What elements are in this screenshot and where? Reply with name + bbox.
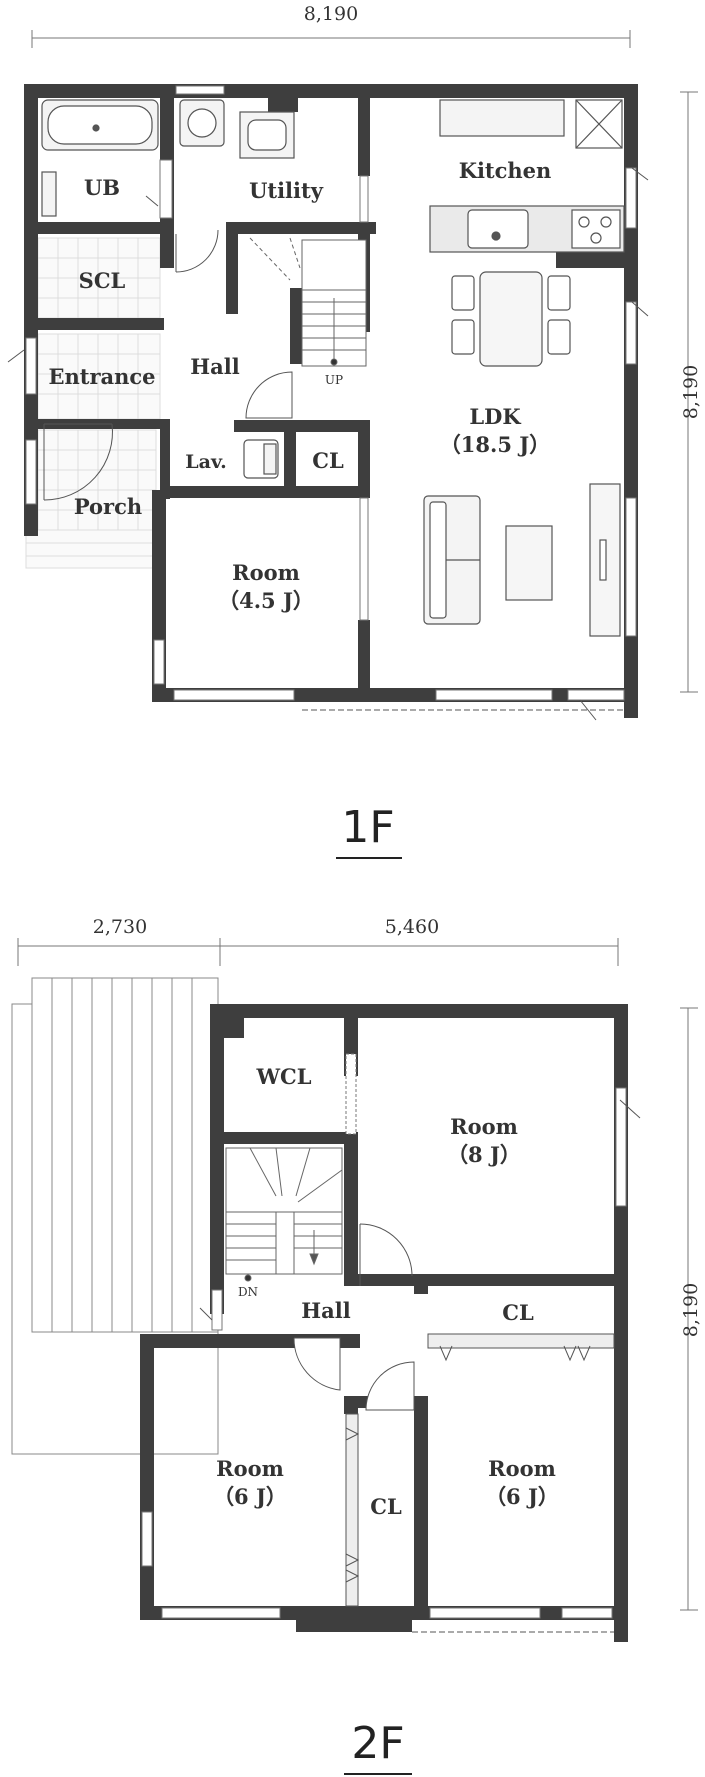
floor1-room-ldk: LDK (469, 404, 521, 429)
floor2-room-se: Room (488, 1456, 556, 1481)
sofa-icon (423, 495, 481, 625)
floor2-windows (141, 1053, 627, 1619)
refrigerator-icon (575, 99, 623, 149)
floor2-stairs-dn: DN (238, 1285, 258, 1299)
tv-board-icon (589, 483, 621, 637)
toilet-icon (243, 439, 279, 479)
floor1-room-room-size: （4.5 J） (218, 588, 314, 613)
floor2-title: 2F (351, 1718, 404, 1769)
floor2-dim-top: 2,730 5,460 (17, 916, 619, 966)
floor1-fixtures (41, 99, 625, 637)
balcony-deck (11, 977, 219, 1455)
floor2-doors (199, 1099, 641, 1633)
floor2-room-cl-top: CL (502, 1300, 534, 1325)
floor2-room-wcl: WCL (255, 1064, 311, 1089)
floor1-dim-right-label: 8,190 (680, 365, 702, 419)
floor2-room-nw: Room (450, 1114, 518, 1139)
floor2-dim-left-label: 2,730 (93, 916, 147, 938)
coffee-table (505, 525, 553, 601)
floor1-title: 1F (341, 802, 394, 853)
floor1-room-utility: Utility (249, 178, 324, 203)
floor1-room-hall: Hall (190, 354, 239, 379)
floor1-room-scl: SCL (79, 268, 126, 293)
floor1-room-lav: Lav. (185, 451, 226, 473)
floor1-stairs-up: UP (325, 373, 343, 387)
floor1-room-room: Room (232, 560, 300, 585)
floor1-dim-right: 8,190 (680, 91, 702, 693)
floor1-dim-top: 8,190 (31, 3, 631, 48)
washing-machine-icon (179, 99, 225, 147)
floor2-dim-right-label: 8,190 (680, 1283, 702, 1337)
wash-basin-icon (239, 111, 295, 159)
floor2-closets (345, 1333, 615, 1607)
floor1-room-kitchen: Kitchen (459, 158, 552, 183)
floor1-room-entrance: Entrance (48, 364, 155, 389)
bathtub-icon (41, 99, 159, 217)
floor1-stairs-icon (249, 237, 367, 367)
floor2-room-nw-size: （8 J） (447, 1142, 521, 1167)
floor2-plan: 2,730 5,460 8,190 (11, 916, 702, 1775)
floor2-room-cl-mid: CL (370, 1494, 402, 1519)
floor1-room-ldk-size: （18.5 J） (440, 432, 550, 457)
floor2-room-hall: Hall (301, 1298, 350, 1323)
kitchen-shelf (439, 99, 565, 137)
floor1-plan: 8,190 8,190 (7, 3, 702, 859)
floor1-room-ub: UB (84, 175, 120, 200)
floor2-dim-right: 8,190 (680, 1007, 702, 1611)
floor2-room-se-size: （6 J） (485, 1484, 559, 1509)
floor2-room-sw: Room (216, 1456, 284, 1481)
floor1-doors (7, 167, 649, 721)
floor1-room-cl: CL (312, 448, 344, 473)
floor1-room-porch: Porch (74, 494, 142, 519)
kitchen-counter (429, 205, 625, 253)
floor2-stairs-icon (225, 1147, 343, 1282)
dining-table-icon (451, 271, 571, 367)
floor1-windows (25, 85, 637, 701)
floor1-dim-top-label: 8,190 (304, 3, 358, 25)
floor2-dim-mid-label: 5,460 (385, 916, 439, 938)
floor1-tiles (25, 237, 161, 569)
floor2-room-sw-size: （6 J） (213, 1484, 287, 1509)
